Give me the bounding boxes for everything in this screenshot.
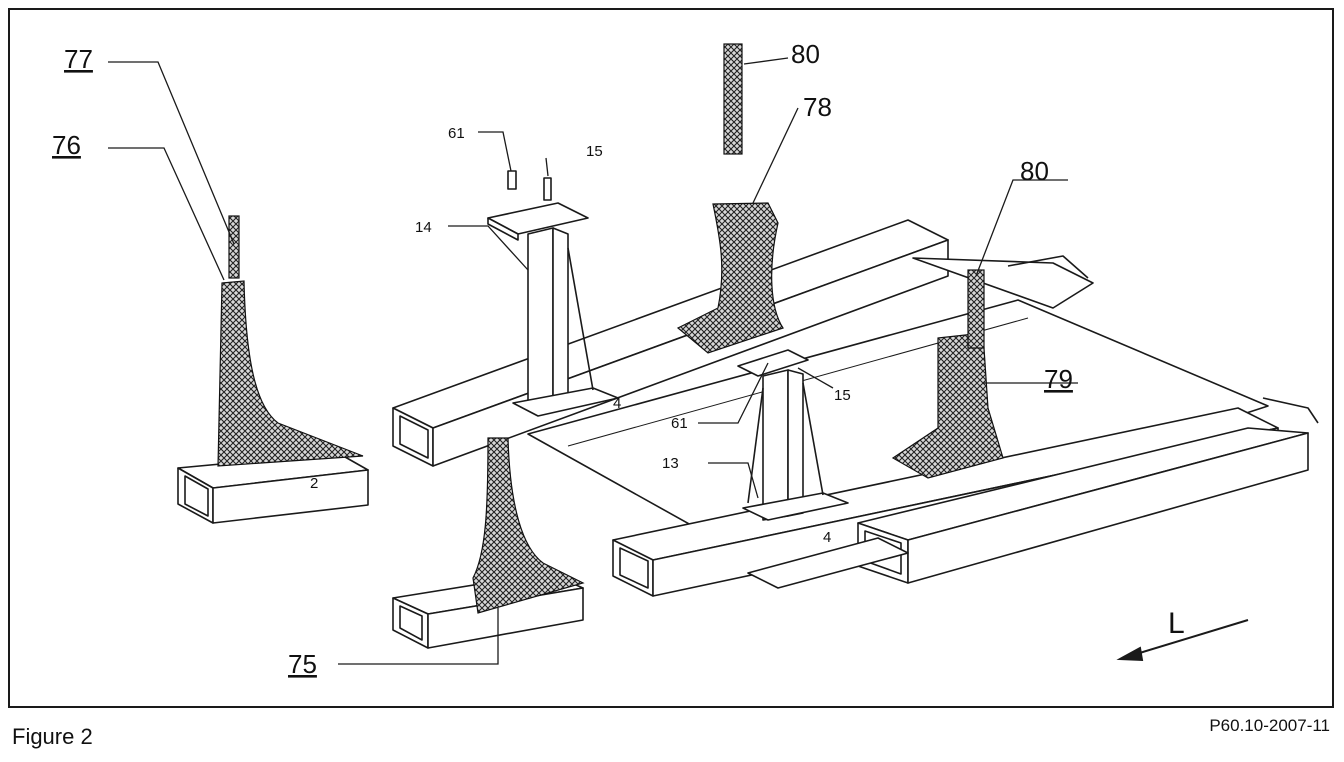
figure-caption: Figure 2	[12, 724, 93, 749]
label-2: 2	[310, 475, 318, 492]
mesh-node-75	[472, 437, 585, 614]
label-77: 77	[64, 44, 93, 74]
leader-80b	[975, 179, 1068, 277]
label-15-top: 15	[586, 143, 603, 160]
direction-arrow	[1116, 619, 1249, 662]
leader-13	[708, 462, 759, 499]
leader-61b	[698, 362, 769, 424]
label-61-mid: 61	[671, 415, 688, 432]
beam-piece-left	[177, 452, 369, 524]
label-78: 78	[803, 92, 832, 122]
leader-76	[108, 147, 225, 281]
label-61-top: 61	[448, 125, 465, 142]
leader-15b	[797, 367, 834, 389]
label-15-mid: 15	[834, 387, 851, 404]
label-4-front: 4	[823, 529, 831, 546]
label-13: 13	[662, 455, 679, 472]
mesh-node-78	[676, 202, 784, 354]
column-14	[487, 170, 619, 417]
leader-78	[752, 107, 799, 204]
label-80-right: 80	[1020, 156, 1049, 186]
leader-80a	[743, 57, 789, 65]
label-80-top: 80	[791, 39, 820, 69]
figure-code: P60.10-2007-11	[1209, 716, 1330, 735]
figure-border	[8, 8, 1334, 708]
under-plate	[747, 537, 909, 589]
mesh-pin-80-right	[967, 269, 985, 349]
mesh-pin-77	[228, 215, 240, 279]
leader-15a	[545, 157, 549, 177]
label-79: 79	[1044, 364, 1073, 394]
label-76: 76	[52, 130, 81, 160]
mesh-pin-80-upper	[723, 43, 743, 155]
column-13	[737, 349, 849, 521]
label-14: 14	[415, 219, 432, 236]
leader-75	[338, 608, 499, 665]
leader-77	[108, 61, 235, 245]
leader-14	[448, 225, 529, 271]
label-direction-L: L	[1168, 607, 1185, 640]
figure-drawing: 77 76 75 80 78 80 79 61 15 14 15 61 13 4…	[8, 8, 1334, 708]
platform-plate	[527, 299, 1269, 569]
label-4-rear: 4	[613, 395, 621, 412]
label-75: 75	[288, 649, 317, 679]
leader-61a	[478, 131, 512, 172]
mesh-node-76	[217, 280, 364, 467]
right-rear-beam	[912, 255, 1094, 309]
